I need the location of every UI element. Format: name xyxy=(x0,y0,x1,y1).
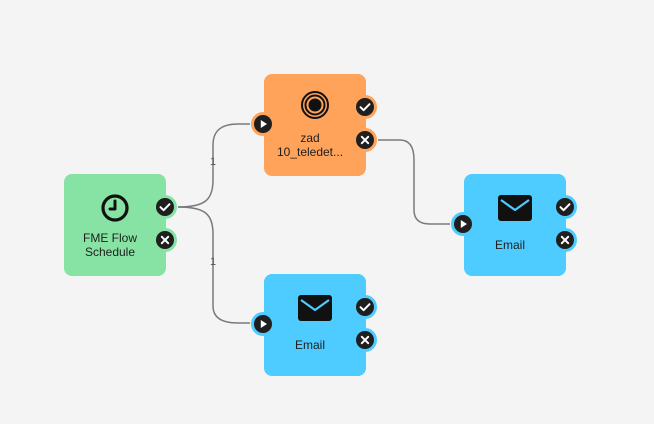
x-icon xyxy=(556,231,574,249)
input-port[interactable] xyxy=(251,312,275,336)
node-label: zad 10_teledet... xyxy=(276,131,344,159)
connection-schedule-to-workspace[interactable] xyxy=(177,123,250,208)
success-port[interactable] xyxy=(553,195,577,219)
node-label: Email xyxy=(294,338,325,352)
node-fme-flow-schedule[interactable]: FME Flow Schedule xyxy=(64,174,177,276)
failure-port[interactable] xyxy=(353,328,377,352)
failure-port[interactable] xyxy=(353,128,377,152)
check-icon xyxy=(156,198,174,216)
node-email-bottom[interactable]: Email xyxy=(251,274,377,376)
check-icon xyxy=(356,98,374,116)
input-port[interactable] xyxy=(251,112,275,136)
connection-label: 1 xyxy=(210,156,217,168)
success-port[interactable] xyxy=(353,295,377,319)
clock-icon xyxy=(101,194,129,222)
node-label: FME Flow Schedule xyxy=(83,231,137,259)
node-email-right[interactable]: Email xyxy=(451,174,577,276)
play-icon xyxy=(454,215,472,233)
connection-schedule-to-email[interactable] xyxy=(177,206,250,324)
x-icon xyxy=(356,331,374,349)
failure-port[interactable] xyxy=(553,228,577,252)
play-icon xyxy=(254,115,272,133)
input-port[interactable] xyxy=(451,212,475,236)
success-port[interactable] xyxy=(153,195,177,219)
envelope-icon xyxy=(498,195,532,221)
check-icon xyxy=(356,298,374,316)
x-icon xyxy=(356,131,374,149)
envelope-icon xyxy=(298,295,332,321)
node-workspace[interactable]: zad 10_teledet... xyxy=(251,74,377,176)
node-label: Email xyxy=(494,238,525,252)
x-icon xyxy=(156,231,174,249)
target-icon xyxy=(301,91,329,119)
failure-port[interactable] xyxy=(153,228,177,252)
success-port[interactable] xyxy=(353,95,377,119)
play-icon xyxy=(254,315,272,333)
check-icon xyxy=(556,198,574,216)
connection-label: 1 xyxy=(210,256,217,268)
connection-workspace-failure-to-email[interactable] xyxy=(378,139,450,225)
